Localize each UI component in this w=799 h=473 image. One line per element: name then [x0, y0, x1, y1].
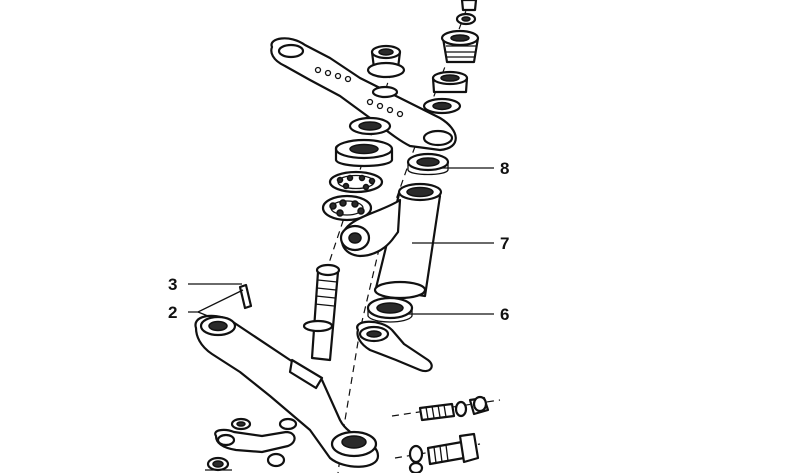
part-3-pin: [238, 283, 253, 310]
callout-7: 7: [500, 234, 509, 253]
callout-leaders: [188, 167, 494, 319]
top-adjuster-group: [422, 0, 480, 115]
part-8-bearing-ring: [406, 152, 450, 176]
bridge-cap-nut: [366, 44, 406, 79]
leader-2a: [188, 289, 244, 313]
upper-fork-bridge: [270, 37, 457, 152]
right-bolt-hardware: [391, 395, 501, 473]
callout-8: 8: [500, 159, 509, 178]
part-7-steering-housing: [339, 182, 443, 300]
pinch-lever: [356, 320, 433, 373]
callout-6: 6: [500, 305, 509, 324]
part-6-lower-ring: [366, 296, 414, 323]
callout-2: 2: [168, 303, 177, 322]
leader-2b: [197, 311, 214, 319]
lower-left-hardware: [205, 417, 298, 472]
lower-fork-bridge: [194, 314, 380, 468]
steering-stem: [302, 263, 341, 362]
left-bearing-stack: [321, 116, 394, 222]
callout-3: 3: [168, 275, 177, 294]
